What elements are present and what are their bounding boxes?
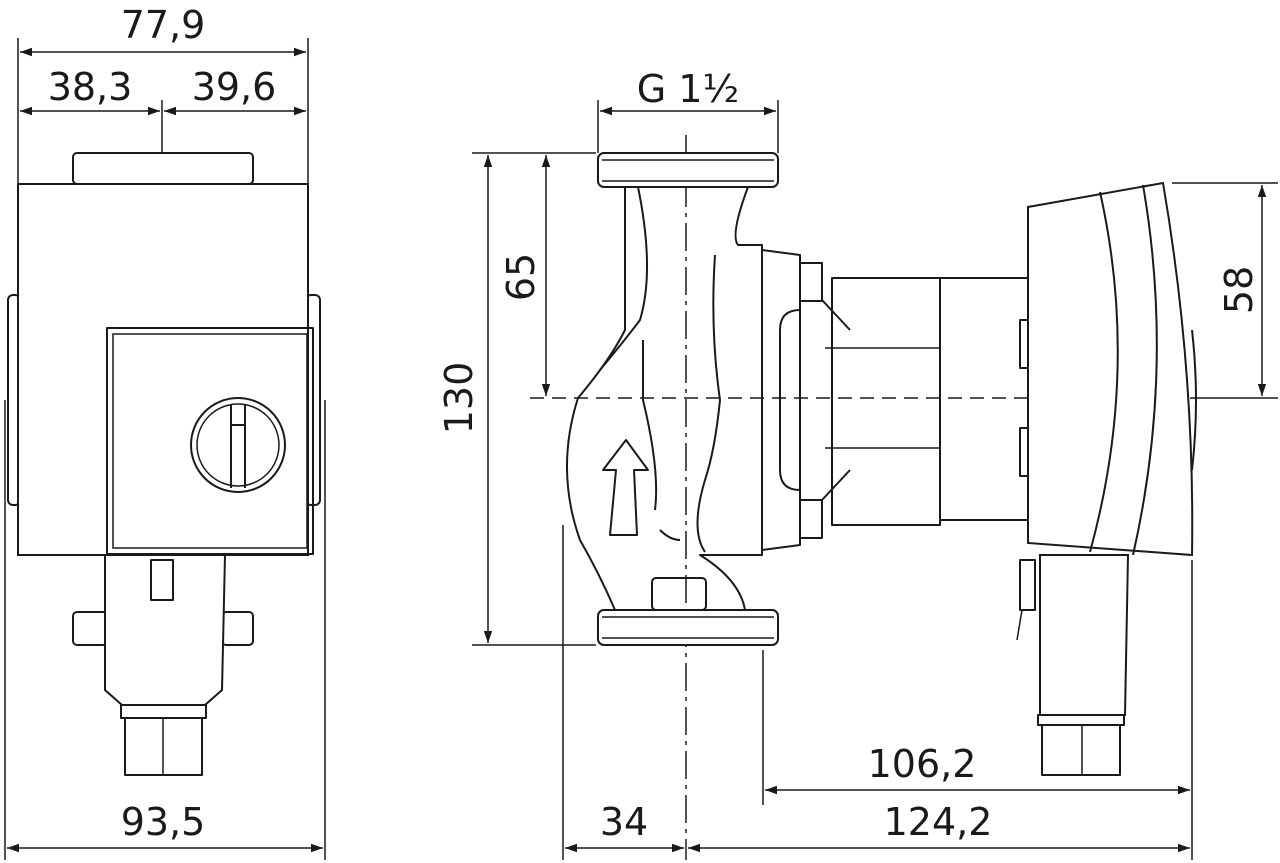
side-view: G 1½ 130 65 58 106,2 124,2 34 <box>437 67 1278 860</box>
side-connector-box <box>1039 554 1130 716</box>
pump-cap <box>72 152 254 185</box>
front-view: 77,9 38,3 39,6 93,5 <box>4 3 326 860</box>
dim-label-flange-offset: 34 <box>600 800 648 844</box>
top-flange <box>597 152 779 188</box>
flow-direction-arrow-icon <box>602 439 649 536</box>
dim-label-width-total: 77,9 <box>121 3 206 47</box>
dim-label-head-height: 58 <box>1217 266 1261 314</box>
control-knob-icon <box>190 397 286 493</box>
bottom-flange <box>597 609 779 646</box>
side-cable-plug <box>1041 724 1121 776</box>
dim-label-port-to-port: 130 <box>437 362 481 435</box>
dim-label-thread: G 1½ <box>637 67 740 111</box>
dim-label-width-left: 38,3 <box>48 65 133 109</box>
dim-label-depth-total: 93,5 <box>121 800 206 844</box>
electronics-head <box>1027 181 1194 557</box>
dim-label-motor-length: 106,2 <box>868 742 977 786</box>
dim-label-half-height: 65 <box>499 253 543 301</box>
connector-box <box>104 554 227 706</box>
pump-body <box>17 183 309 556</box>
dim-label-total-length: 124,2 <box>884 800 993 844</box>
dim-label-width-right: 39,6 <box>192 65 277 109</box>
